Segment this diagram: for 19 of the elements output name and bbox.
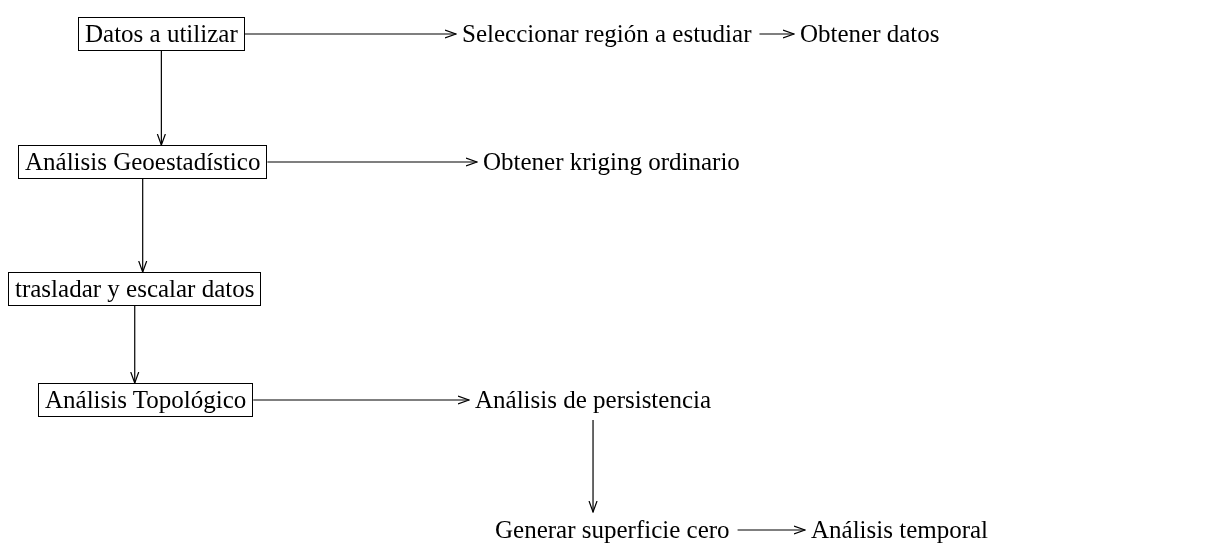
step-text: Obtener kriging ordinario (483, 146, 740, 178)
step-text: Análisis temporal (811, 514, 989, 546)
process-box: trasladar y escalar datos (8, 272, 262, 306)
arrow (252, 395, 470, 405)
arrow (138, 178, 148, 273)
arrow (244, 29, 457, 39)
step-text: Seleccionar región a estudiar (462, 18, 752, 50)
step-text: Generar superficie cero (495, 514, 730, 546)
process-box: Análisis Geoestadístico (18, 145, 268, 179)
process-box: Análisis Topológico (38, 383, 254, 417)
arrow (588, 419, 598, 513)
arrow (758, 29, 795, 39)
step-text: Análisis de persistencia (475, 384, 712, 416)
step-text: Obtener datos (800, 18, 940, 50)
arrow (130, 305, 140, 384)
process-box: Datos a utilizar (78, 17, 245, 51)
arrow (737, 525, 806, 535)
arrow (156, 50, 166, 146)
arrow (266, 157, 478, 167)
